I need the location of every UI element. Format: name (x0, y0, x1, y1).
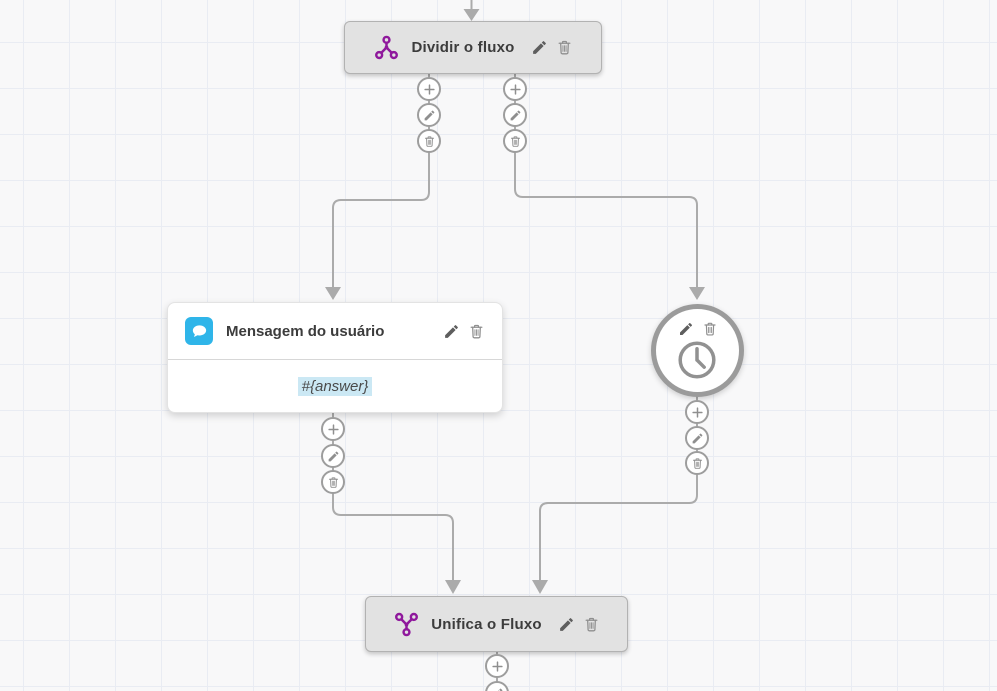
pencil-icon (491, 687, 504, 691)
pencil-icon (443, 323, 460, 340)
edit-merge-node-button[interactable] (558, 616, 575, 633)
connector-split-to-user-message (325, 74, 430, 300)
add-node-button[interactable] (685, 400, 709, 424)
add-node-button[interactable] (417, 77, 441, 101)
trash-icon (509, 135, 522, 148)
chat-bubble-icon (185, 317, 213, 345)
split-node-label: Dividir o fluxo (411, 39, 515, 56)
delete-user-message-button[interactable] (468, 323, 485, 340)
edit-split-node-button[interactable] (531, 39, 548, 56)
pencil-icon (509, 109, 522, 122)
pencil-icon (327, 450, 340, 463)
pencil-icon (691, 432, 704, 445)
trash-icon (583, 616, 600, 633)
delete-connection-button[interactable] (417, 129, 441, 153)
delete-split-node-button[interactable] (556, 39, 573, 56)
timer-node-actions (656, 321, 739, 337)
trash-icon (556, 39, 573, 56)
plus-icon (508, 82, 523, 97)
plus-icon (690, 405, 705, 420)
delete-connection-button[interactable] (685, 451, 709, 475)
connector-user-message-to-merge (332, 413, 461, 594)
delete-connection-button[interactable] (503, 129, 527, 153)
plus-icon (422, 82, 437, 97)
plus-icon (326, 422, 341, 437)
answer-variable-chip[interactable]: #{answer} (297, 377, 373, 396)
edit-connection-button[interactable] (685, 426, 709, 450)
edit-connection-button[interactable] (503, 103, 527, 127)
split-icon (373, 34, 400, 61)
edit-connection-button[interactable] (321, 444, 345, 468)
user-message-header: Mensagem do usuário (168, 303, 502, 360)
timer-node[interactable] (651, 304, 744, 397)
delete-merge-node-button[interactable] (583, 616, 600, 633)
trash-icon (691, 457, 704, 470)
delete-connection-button[interactable] (321, 470, 345, 494)
plus-icon (490, 659, 505, 674)
edit-timer-node-button[interactable] (678, 321, 694, 337)
split-flow-node[interactable]: Dividir o fluxo (344, 21, 602, 74)
merge-node-label: Unifica o Fluxo (431, 615, 542, 633)
trash-icon (327, 476, 340, 489)
merge-icon (393, 611, 420, 638)
add-node-button[interactable] (485, 654, 509, 678)
user-message-body: #{answer} (168, 360, 502, 413)
user-message-label: Mensagem do usuário (226, 322, 385, 340)
add-node-button[interactable] (321, 417, 345, 441)
pencil-icon (678, 321, 694, 337)
trash-icon (423, 135, 436, 148)
pencil-icon (558, 616, 575, 633)
trash-icon (468, 323, 485, 340)
connector-into-split-node (463, 0, 480, 21)
pencil-icon (423, 109, 436, 122)
user-message-node[interactable]: Mensagem do usuário #{answer} (167, 302, 503, 413)
connector-split-to-timer (514, 74, 705, 300)
edit-user-message-button[interactable] (443, 323, 460, 340)
merge-flow-node[interactable]: Unifica o Fluxo (365, 596, 628, 652)
add-node-button[interactable] (503, 77, 527, 101)
edit-connection-button[interactable] (417, 103, 441, 127)
delete-timer-node-button[interactable] (702, 321, 718, 337)
connector-timer-to-merge (532, 396, 698, 594)
clock-icon (676, 339, 718, 381)
pencil-icon (531, 39, 548, 56)
trash-icon (702, 321, 718, 337)
